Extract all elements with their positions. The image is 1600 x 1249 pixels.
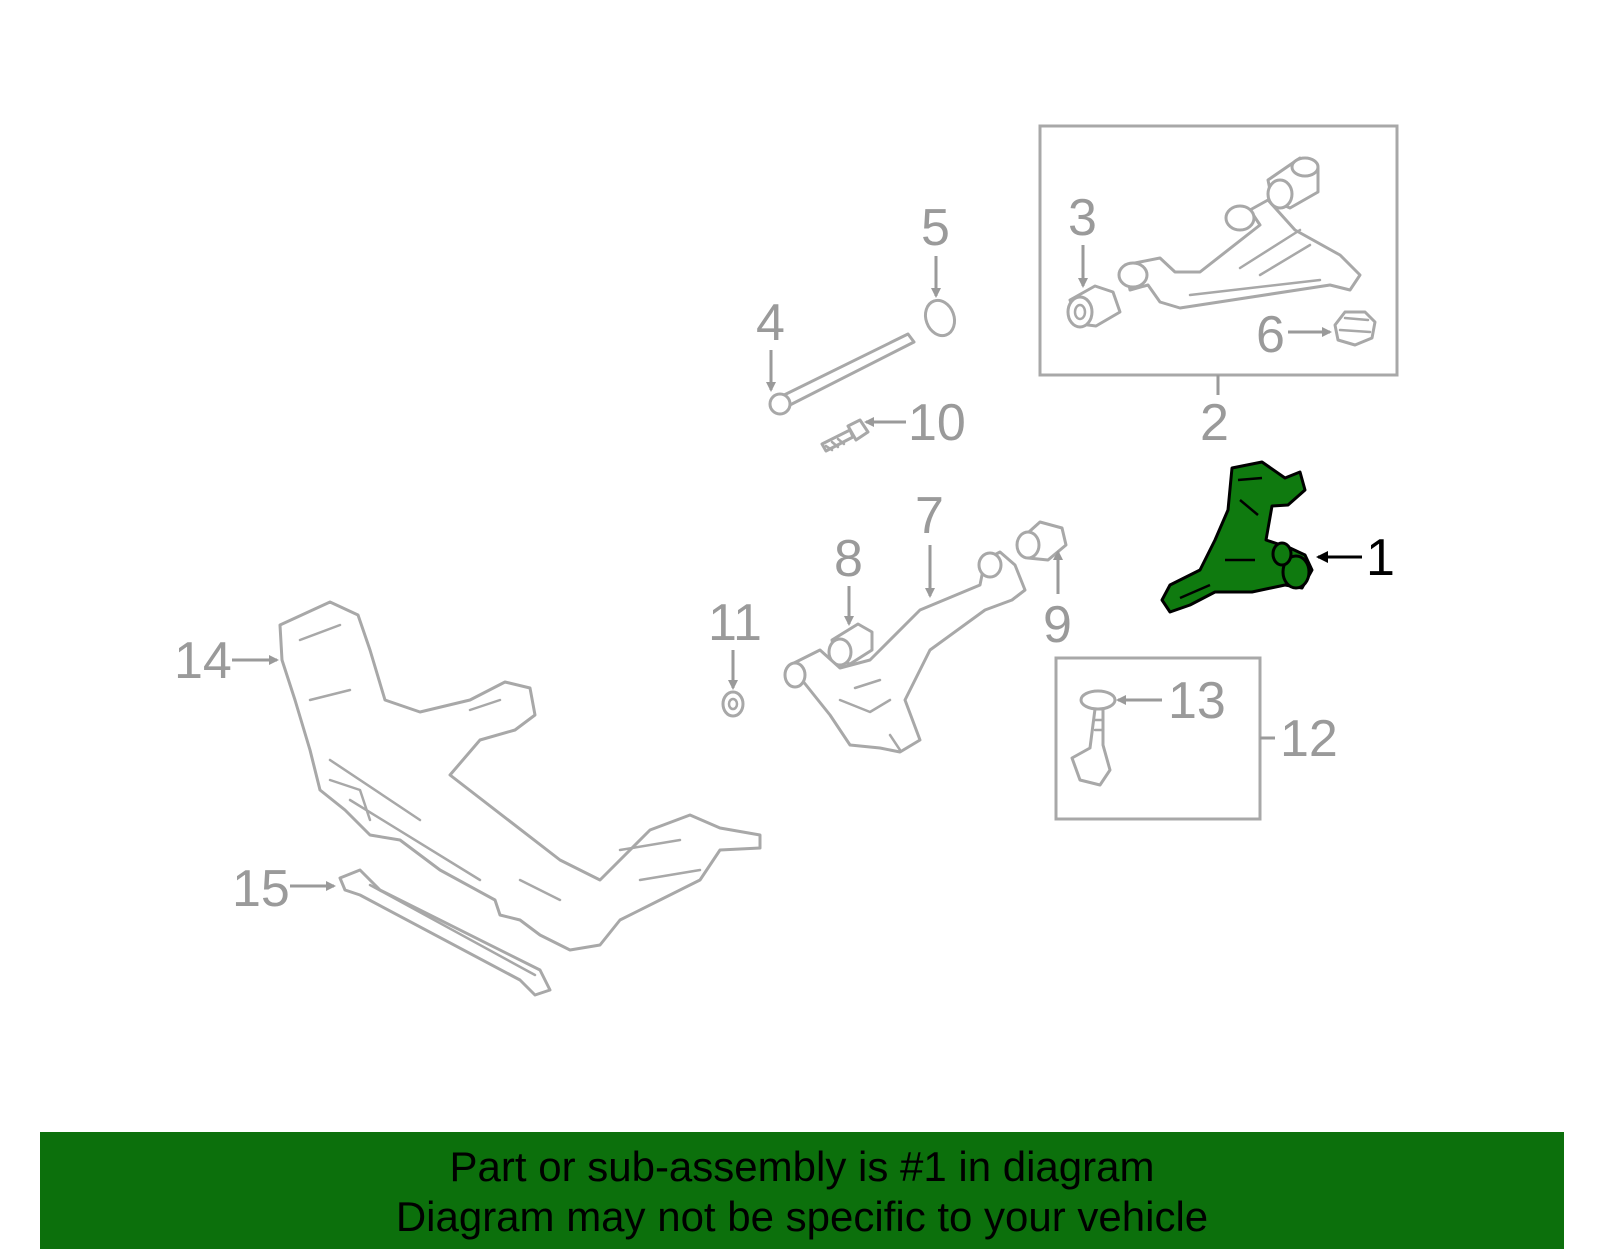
part-15-brace[interactable] bbox=[338, 868, 552, 997]
callout-11: 11 bbox=[708, 594, 762, 652]
part-1-steering-knuckle[interactable] bbox=[1160, 460, 1314, 614]
callout-7: 7 bbox=[915, 487, 944, 545]
callout-3: 3 bbox=[1068, 189, 1097, 247]
callout-5: 5 bbox=[921, 199, 950, 257]
part-4-bolt[interactable] bbox=[768, 332, 916, 416]
callout-9: 9 bbox=[1043, 596, 1072, 654]
part-7-lower-arm[interactable] bbox=[783, 550, 1027, 754]
callout-6: 6 bbox=[1256, 306, 1285, 364]
part-5-washer[interactable] bbox=[921, 296, 960, 339]
banner-line-1: Part or sub-assembly is #1 in diagram bbox=[449, 1143, 1155, 1190]
part-8-bushing[interactable] bbox=[827, 622, 874, 667]
callout-4: 4 bbox=[756, 294, 785, 352]
part-11-nut[interactable] bbox=[721, 690, 745, 718]
parts-diagram: 1 2 3 4 5 6 7 8 9 10 11 12 13 14 15 bbox=[174, 124, 1399, 997]
ball-joint-group-box bbox=[1054, 656, 1262, 821]
upper-control-arm[interactable] bbox=[1117, 198, 1362, 310]
banner-line-2: Diagram may not be specific to your vehi… bbox=[395, 1193, 1209, 1240]
part-6-bushing[interactable] bbox=[1333, 310, 1377, 347]
upper-arm-bushing[interactable] bbox=[1266, 156, 1320, 210]
callout-8: 8 bbox=[834, 530, 863, 588]
callout-1: 1 bbox=[1366, 529, 1395, 587]
callout-2: 2 bbox=[1200, 394, 1229, 452]
part-10-bolt[interactable] bbox=[820, 418, 870, 453]
part-14-crossmember[interactable] bbox=[278, 600, 762, 952]
callout-10: 10 bbox=[908, 394, 966, 452]
part-3-bushing[interactable] bbox=[1066, 284, 1122, 329]
callout-13: 13 bbox=[1168, 672, 1226, 730]
callout-15: 15 bbox=[232, 860, 290, 918]
part-13-ball-joint[interactable] bbox=[1070, 689, 1117, 787]
callout-14: 14 bbox=[174, 632, 232, 690]
info-banner: Part or sub-assembly is #1 in diagram Di… bbox=[40, 1132, 1564, 1249]
callout-12: 12 bbox=[1280, 710, 1338, 768]
